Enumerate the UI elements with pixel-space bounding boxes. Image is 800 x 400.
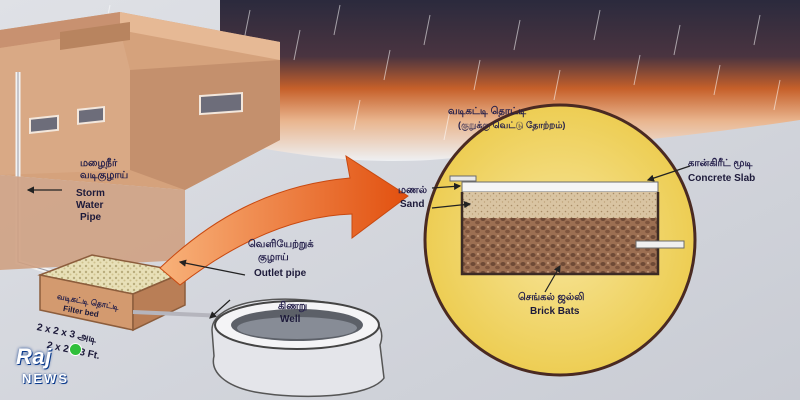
outlet-pipe-tank	[635, 240, 685, 249]
storm-pipe-label-en-1: Storm	[76, 188, 105, 199]
ground-wall	[0, 175, 185, 270]
concrete-slab	[461, 181, 659, 193]
logo-wordmark: Raj	[16, 344, 52, 369]
well-label-ta: கிணறு	[278, 301, 308, 312]
logo-subtext: NEWS	[22, 371, 69, 386]
brick-bats-label-en: Brick Bats	[530, 306, 580, 317]
well-label-en: Well	[280, 314, 301, 325]
logo-dot-icon	[69, 343, 82, 356]
flow-arrow	[159, 154, 409, 286]
tank-subtitle-ta: (குறுக்கு வெட்டு தோற்றம்)	[458, 120, 566, 130]
sand-layer	[462, 192, 658, 218]
sand-label-ta: மணல்	[398, 185, 428, 196]
stormy-sky	[220, 0, 800, 161]
storm-pipe-label-en-3: Pipe	[80, 212, 102, 223]
storm-pipe-label-ta-1: மழைநீர்	[80, 158, 118, 169]
detail-circle	[423, 103, 697, 377]
storm-pipe-label-en-2: Water	[76, 200, 104, 211]
well	[211, 298, 385, 398]
outlet-pipe-label-ta-1: வெளியேற்றுக்	[248, 239, 314, 250]
storm-pipe-label-ta-2: வடிகுழாய்	[80, 170, 129, 181]
house	[0, 12, 280, 275]
inlet-pipe	[449, 175, 477, 182]
sand-label-en: Sand	[400, 199, 425, 210]
tank-title-ta: வடிகட்டி தொட்டி	[448, 106, 527, 117]
raj-news-logo: Raj NEWS	[8, 340, 90, 392]
brick-bats-label-ta: செங்கல் ஜல்லி	[518, 292, 585, 303]
concrete-slab-label-ta: கான்கிரீட் மூடி	[688, 158, 753, 169]
brick-bats-layer	[462, 218, 658, 274]
outlet-pipe-label-en: Outlet pipe	[254, 268, 307, 279]
concrete-slab-label-en: Concrete Slab	[688, 173, 756, 184]
outlet-pipe-label-ta-2: குழாய்	[258, 252, 289, 263]
leader-lines	[26, 165, 691, 319]
